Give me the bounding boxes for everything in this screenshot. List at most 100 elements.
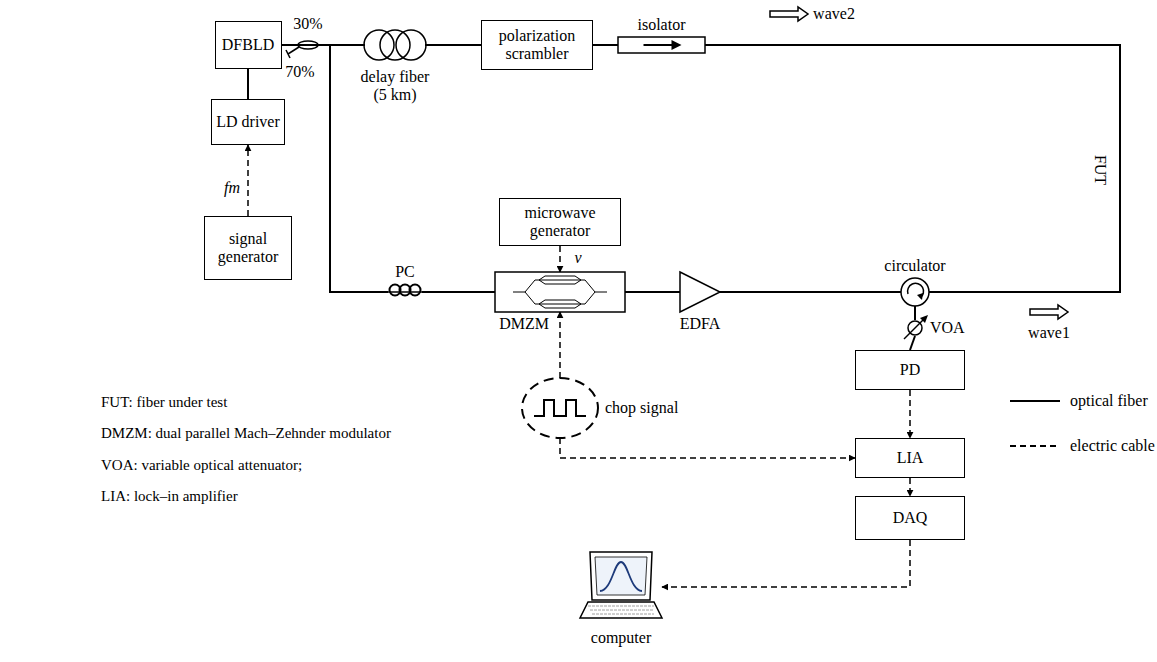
device-label: chop signal xyxy=(604,399,679,417)
abbreviation-note: DMZM: dual parallel Mach–Zehnder modulat… xyxy=(100,424,392,442)
box-label: polarization scrambler xyxy=(482,27,592,63)
optical-fiber xyxy=(720,291,901,293)
circulator-symbol-drawing xyxy=(901,278,929,306)
device-box: microwave generator xyxy=(499,198,621,246)
optical-fiber xyxy=(625,291,680,293)
attenuator-arrowhead xyxy=(920,315,928,323)
electric-cable xyxy=(559,246,561,272)
circulator-arrowhead xyxy=(917,293,923,300)
legend-sample xyxy=(1008,391,1064,411)
legend-item: electric cable xyxy=(1008,436,1155,456)
device-box: LIA xyxy=(855,438,965,478)
device-box: polarization scrambler xyxy=(481,20,593,70)
amplifier-triangle-drawing xyxy=(680,272,720,312)
legend-text: electric cable xyxy=(1070,437,1155,455)
isolator-arrow xyxy=(644,44,676,46)
coupler-symbol xyxy=(286,41,318,58)
box-label: DFBLD xyxy=(222,36,274,54)
circulator-symbol: circulator xyxy=(901,278,929,306)
electric-cable xyxy=(247,145,249,216)
laptop-keys xyxy=(588,606,654,607)
isolator-arrowhead xyxy=(672,40,682,50)
device-label: delay fiber (5 km) xyxy=(354,68,436,104)
device-box: signal generator xyxy=(204,216,292,280)
abbreviation-note: LIA: lock–in amplifier xyxy=(100,487,239,505)
annotation-label: wave2 xyxy=(812,5,856,23)
modulator-box-drawing xyxy=(495,272,625,312)
electric-cable xyxy=(662,540,910,587)
isolator-symbol: isolator xyxy=(618,37,705,53)
annotation-label: FUT xyxy=(1091,154,1109,186)
annotation-label: 30% xyxy=(292,15,323,33)
legend-item: optical fiber xyxy=(1008,391,1148,411)
device-label: PC xyxy=(394,263,416,281)
device-label: EDFA xyxy=(679,315,722,333)
device-box: DAQ xyxy=(855,496,965,540)
box-label: microwave generator xyxy=(500,204,620,240)
box-label: LD driver xyxy=(216,113,280,131)
circulator-body xyxy=(901,278,929,306)
isolator-body xyxy=(618,37,705,53)
electric-cable xyxy=(559,312,561,378)
chop-signal-symbol-drawing xyxy=(522,378,598,438)
computer-icon: computer xyxy=(580,548,662,626)
device-label: DMZM xyxy=(498,315,550,333)
box-label: DAQ xyxy=(893,509,928,527)
pc-loop xyxy=(410,285,421,296)
chop-signal-symbol: chop signal xyxy=(522,378,598,438)
coil-loop xyxy=(364,30,394,60)
optical-fiber xyxy=(422,291,495,293)
annotation-label: wave1 xyxy=(1027,324,1071,342)
square-wave xyxy=(534,400,586,416)
attenuator-arrow xyxy=(904,318,925,339)
fiber-coil-drawing xyxy=(365,25,425,65)
device-label: isolator xyxy=(637,16,687,34)
optical-fiber xyxy=(425,44,481,46)
optical-fiber xyxy=(914,306,916,320)
legend-text: optical fiber xyxy=(1070,392,1148,410)
amplifier-triangle: EDFA xyxy=(680,272,720,312)
box-label: signal generator xyxy=(205,230,291,266)
modulator-waveguide xyxy=(513,276,607,308)
device-box: LD driver xyxy=(211,99,285,145)
device-box: DFBLD xyxy=(215,21,282,69)
legend-line xyxy=(1010,445,1060,447)
legend-sample xyxy=(1008,436,1064,456)
computer-icon-drawing xyxy=(580,548,662,626)
electric-cable xyxy=(909,478,911,496)
laptop-keys xyxy=(592,614,654,615)
polarization-controller: PC xyxy=(388,284,422,300)
modulator-box: DMZM xyxy=(495,272,625,312)
pc-fiber xyxy=(388,291,422,293)
optical-fiber xyxy=(910,336,915,350)
coil-loop xyxy=(396,30,426,60)
abbreviation-note: FUT: fiber under test xyxy=(100,393,228,411)
optical-fiber xyxy=(247,69,249,99)
electric-cable xyxy=(909,390,911,438)
box-label: PD xyxy=(900,361,920,379)
annotation-label: ν xyxy=(573,249,582,267)
wave1-arrow xyxy=(1030,305,1068,319)
electric-cable xyxy=(560,438,855,458)
device-label: computer xyxy=(590,629,652,647)
fiber-coil: delay fiber (5 km) xyxy=(365,25,425,65)
abbreviation-note: VOA: variable optical attenuator; xyxy=(100,456,303,474)
legend-line xyxy=(1010,400,1060,402)
laptop-curve xyxy=(600,562,642,591)
attenuator-symbol-drawing xyxy=(907,320,923,336)
wave2-arrow xyxy=(770,7,808,21)
isolator-symbol-drawing xyxy=(618,37,705,53)
box-label: LIA xyxy=(897,449,924,467)
attenuator-symbol: VOA xyxy=(907,320,923,336)
annotation-label: fm xyxy=(223,179,241,197)
coil-loop xyxy=(380,30,410,60)
device-label: VOA xyxy=(929,319,966,337)
modulator-body xyxy=(495,272,625,312)
laptop-screen xyxy=(590,552,652,600)
laptop-base xyxy=(580,602,662,618)
device-box: PD xyxy=(855,350,965,390)
chop-outline xyxy=(522,378,598,438)
laptop-keys xyxy=(590,610,654,611)
